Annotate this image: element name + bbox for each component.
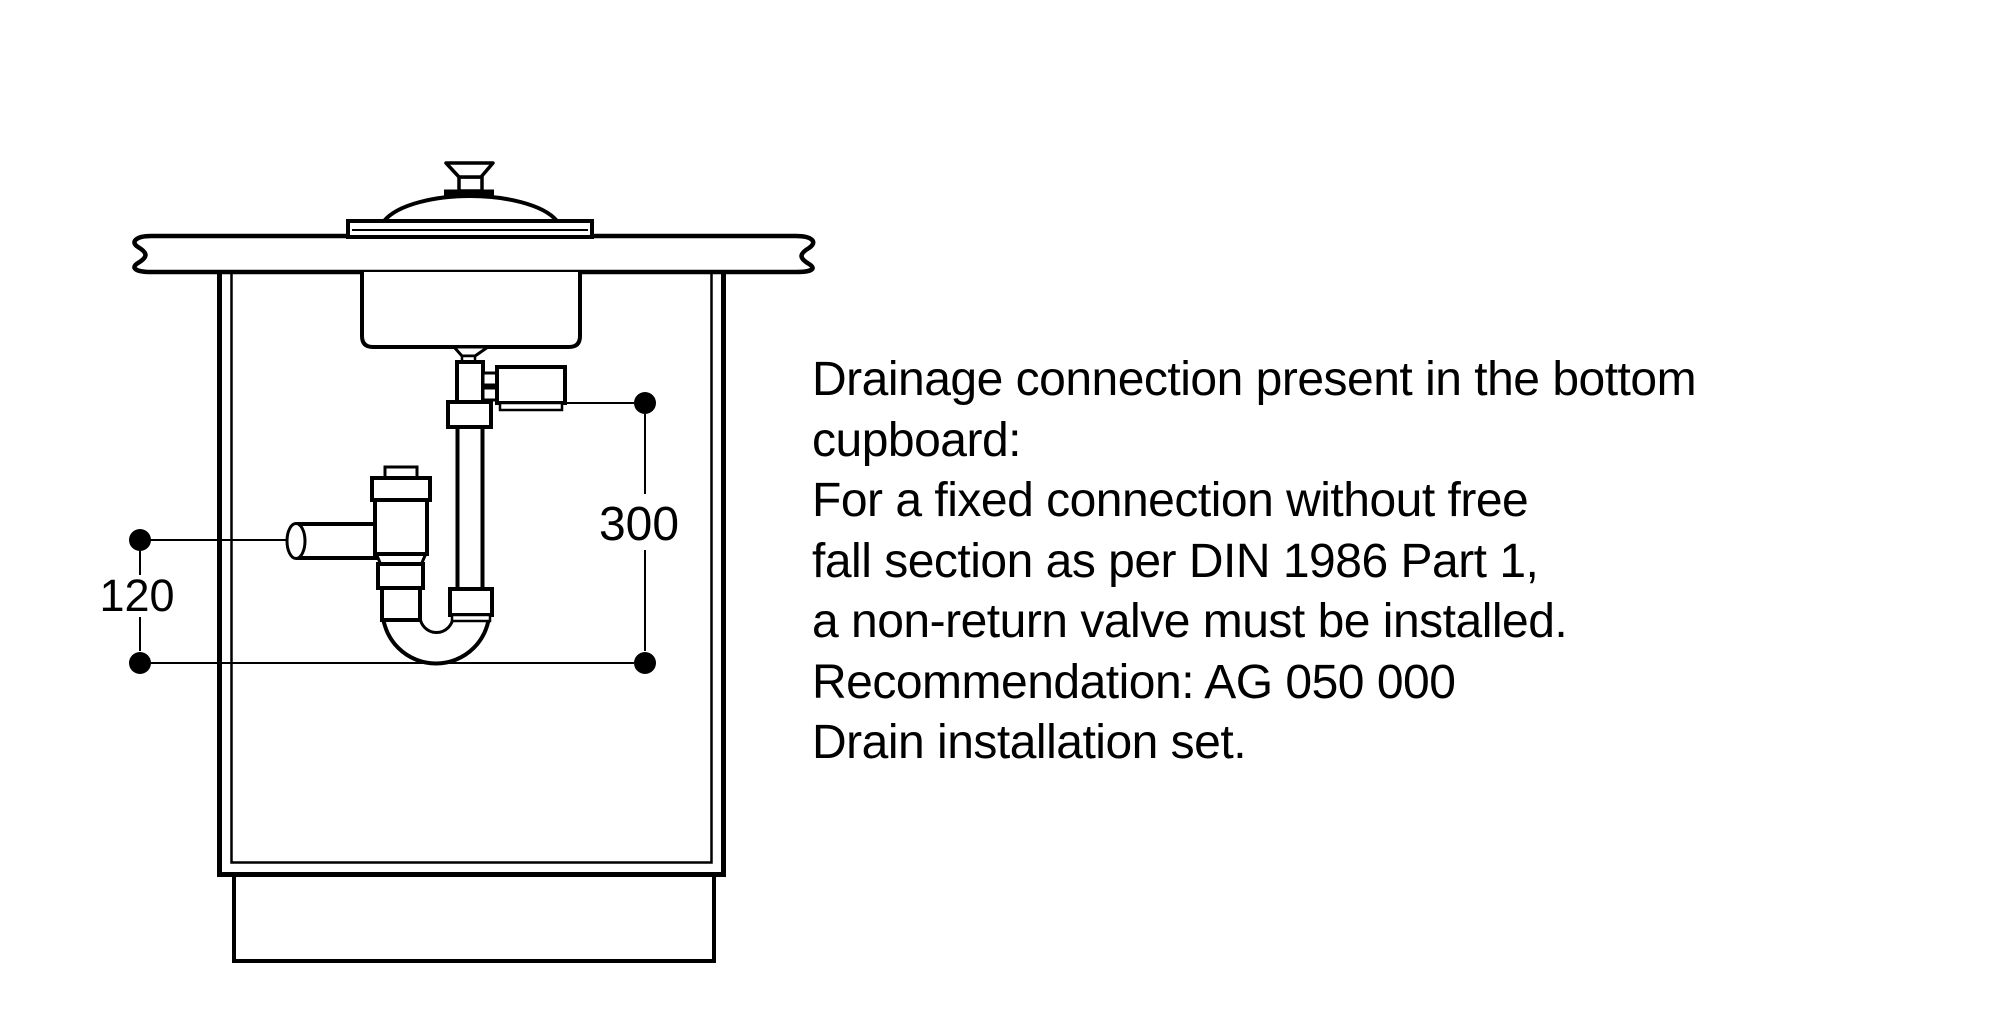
connector-tab-bottom	[481, 386, 499, 402]
plinth	[232, 873, 716, 963]
dim-dot-left-bottom	[129, 652, 151, 674]
description-line: cupboard:	[812, 413, 1022, 467]
lid-dome	[382, 193, 559, 223]
knob-stem	[457, 175, 484, 193]
pipe-upper-section	[455, 360, 485, 404]
trap-ubend-outer	[380, 609, 492, 666]
valve-cap	[370, 476, 432, 502]
ubend-right-flange	[450, 613, 492, 623]
connector-box	[495, 365, 567, 405]
valve-collar-upper	[376, 562, 425, 590]
pipe-union-nut	[446, 400, 493, 429]
description-text: Drainage connection present in the botto…	[812, 350, 1912, 774]
dim-dot-left-top	[129, 529, 151, 551]
dimension-annotations: 120 300	[99, 392, 679, 674]
dimension-label-300: 300	[599, 498, 679, 551]
cupboard-outer-wall	[217, 272, 726, 877]
description-line: Drainage connection present in the botto…	[812, 353, 1697, 406]
outlet-pipe-mouth	[285, 522, 307, 560]
description-line: Recommendation: AG 050 000	[812, 655, 1456, 709]
countertop-outline	[132, 233, 816, 275]
cupboard-inner-wall	[230, 272, 713, 864]
valve-collar-lower	[380, 586, 422, 622]
bottom-cupboard	[217, 272, 726, 963]
dim-dot-right-top	[634, 392, 656, 414]
valve-body	[373, 498, 429, 556]
description-line: a non-return valve must be installed.	[812, 595, 1568, 648]
drain-plumbing	[285, 345, 567, 666]
countertop	[132, 233, 816, 275]
drain-flare	[452, 345, 490, 358]
connector-box-lip	[498, 401, 564, 412]
drain-cover-lid	[346, 161, 594, 239]
description-line: Drain installation set.	[812, 716, 1247, 769]
description-line: fall section as per DIN 1986 Part 1,	[812, 534, 1539, 588]
sink-basin	[360, 272, 582, 349]
basin-outline	[360, 272, 582, 349]
connector-tab-top	[481, 371, 499, 387]
dim-dot-right-bottom	[634, 652, 656, 674]
dimension-label-120: 120	[99, 570, 174, 621]
ubend-right-collar	[448, 587, 494, 617]
description-line: For a fixed connection without free	[812, 474, 1529, 527]
knob-funnel	[444, 161, 495, 179]
trap-ubend-inner	[418, 615, 455, 634]
